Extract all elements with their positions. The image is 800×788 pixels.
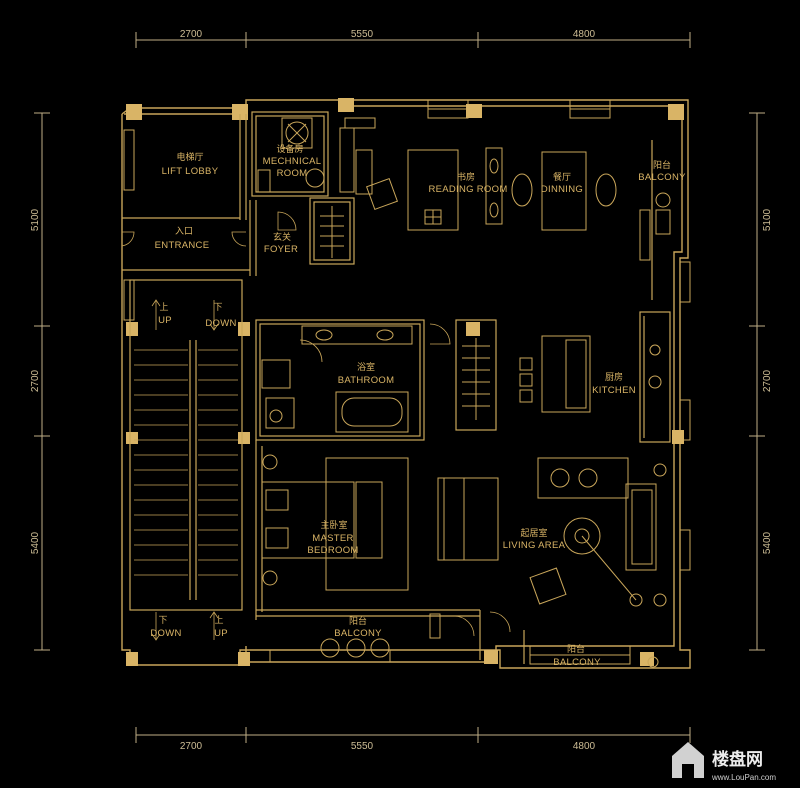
stair-down-top-en: DOWN: [205, 318, 236, 329]
dim-bottom-1: 2700: [180, 741, 203, 752]
watermark-logo: 楼盘网 www.LouPan.com: [672, 742, 776, 782]
dimension-labels: 2700 5550 4800 2700 5550 4800 5100 2700 …: [30, 29, 773, 752]
columns: [126, 98, 684, 666]
dim-left-1: 5100: [30, 208, 41, 231]
lift-lobby-cn: 电梯厅: [176, 151, 203, 162]
dim-right-1: 5100: [762, 208, 773, 231]
balcony-s-cn: 阳台: [349, 615, 367, 626]
stair-down-top-cn: 下: [213, 302, 222, 312]
dim-right-3: 5400: [762, 531, 773, 554]
dimension-lines: [34, 32, 765, 743]
kitchen-en: KITCHEN: [592, 385, 636, 396]
bathroom-cn: 浴室: [357, 361, 375, 372]
stair-up-bottom-cn: 上: [214, 615, 223, 625]
dim-top-1: 2700: [180, 29, 203, 40]
lift-lobby-en: LIFT LOBBY: [162, 166, 219, 177]
bathroom-en: BATHROOM: [338, 375, 395, 386]
foyer-en: FOYER: [264, 244, 298, 255]
outer-walls: [121, 99, 691, 669]
stair-down-bottom-en: DOWN: [150, 628, 181, 639]
dining-en: DINNING: [541, 184, 583, 195]
stair-up-top-en: UP: [158, 315, 172, 326]
doors: [121, 211, 511, 637]
dim-left-3: 5400: [30, 531, 41, 554]
reading-cn: 书房: [457, 171, 475, 182]
room-labels: 电梯厅 LIFT LOBBY 设备房 MECHNICAL ROOM 入口 ENT…: [155, 143, 686, 668]
dim-right-2: 2700: [762, 369, 773, 392]
mechanical-cn: 设备房: [276, 143, 303, 154]
entrance-cn: 入口: [175, 226, 193, 236]
dining-cn: 餐厅: [553, 171, 571, 182]
dim-top-3: 4800: [573, 29, 596, 40]
dim-left-2: 2700: [30, 369, 41, 392]
living-en: LIVING AREA: [503, 540, 566, 551]
reading-en: READING ROOM: [428, 184, 507, 195]
kitchen-cn: 厨房: [605, 371, 623, 382]
stair-down-bottom-cn: 下: [158, 615, 167, 625]
furniture: [257, 117, 671, 668]
dim-top-2: 5550: [351, 29, 374, 40]
balcony-s-en: BALCONY: [334, 628, 382, 639]
master-bedroom-en-2: BEDROOM: [307, 545, 358, 556]
balcony-se-cn: 阳台: [567, 643, 585, 654]
stair-up-bottom-en: UP: [214, 628, 228, 639]
watermark-url: www.LouPan.com: [711, 773, 776, 782]
windows: [123, 99, 691, 665]
master-bedroom-en-1: MASTER: [312, 533, 353, 544]
master-bedroom-cn: 主卧室: [320, 519, 347, 530]
watermark-name: 楼盘网: [712, 749, 763, 769]
interior-walls: [122, 111, 671, 664]
stair-treads: [134, 299, 238, 641]
mechanical-en-2: ROOM: [277, 168, 308, 179]
balcony-ne-en: BALCONY: [638, 172, 686, 183]
balcony-ne-cn: 阳台: [653, 159, 671, 170]
stair-up-top-cn: 上: [159, 302, 168, 312]
dim-bottom-3: 4800: [573, 741, 596, 752]
mechanical-en-1: MECHNICAL: [263, 156, 322, 167]
living-cn: 起居室: [520, 527, 547, 538]
entrance-en: ENTRANCE: [155, 240, 210, 251]
dim-bottom-2: 5550: [351, 741, 374, 752]
balcony-se-en: BALCONY: [553, 657, 601, 668]
stair-labels: 上 UP 下 DOWN 下 DOWN 上 UP: [150, 302, 236, 639]
foyer-cn: 玄关: [273, 231, 291, 242]
